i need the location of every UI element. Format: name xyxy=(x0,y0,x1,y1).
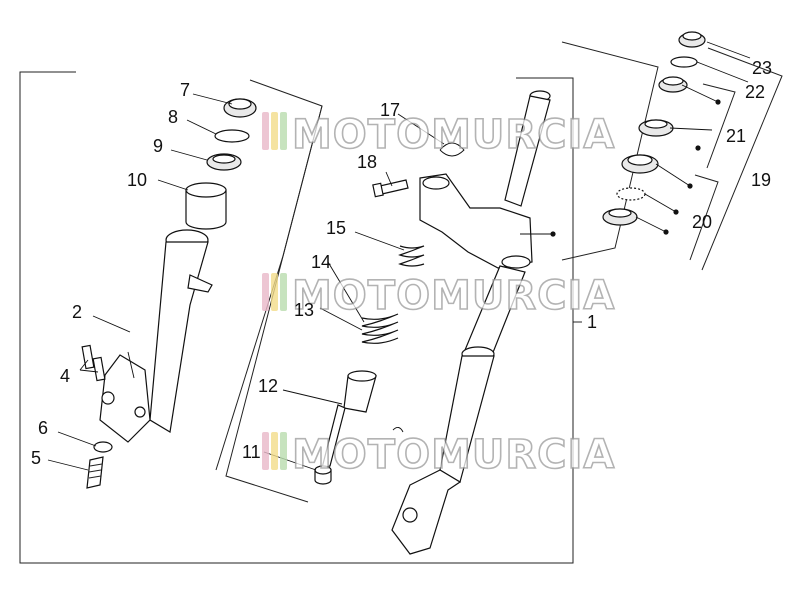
part-label-18: 18 xyxy=(357,152,377,172)
watermark-text: MOTOMURCIA xyxy=(292,273,615,319)
spring-clip xyxy=(439,142,465,157)
leader-lines xyxy=(47,41,751,471)
watermark-top: MOTOMURCIA xyxy=(262,111,615,159)
dust-seal xyxy=(223,98,257,118)
part-label-6: 6 xyxy=(38,418,48,438)
part-label-22: 22 xyxy=(745,82,765,102)
watermark-text: MOTOMURCIA xyxy=(292,112,615,158)
damper-group xyxy=(314,245,425,485)
part-label-7: 7 xyxy=(180,80,190,100)
part-label-11: 11 xyxy=(242,442,261,462)
part-label-23: 23 xyxy=(752,58,772,78)
part-label-20: 20 xyxy=(692,212,712,232)
part-label-19: 19 xyxy=(751,170,771,190)
guide-bush xyxy=(185,182,227,230)
part-label-13: 13 xyxy=(294,300,314,320)
bearing-set xyxy=(602,31,706,226)
part-label-12: 12 xyxy=(258,376,278,396)
part-label-2: 2 xyxy=(72,302,82,322)
part-label-1: 1 xyxy=(587,312,597,332)
watermark-bottom: MOTOMURCIA xyxy=(262,431,615,479)
steering-stem-fork xyxy=(391,90,551,555)
part-label-5: 5 xyxy=(31,448,41,468)
part-label-9: 9 xyxy=(153,136,163,156)
part-label-21: 21 xyxy=(726,126,746,146)
part-label-14: 14 xyxy=(311,252,331,272)
drain-screw xyxy=(86,456,104,489)
part-label-17: 17 xyxy=(380,100,400,120)
part-label-10: 10 xyxy=(127,170,147,190)
washer xyxy=(93,441,113,453)
watermark-middle: MOTOMURCIA xyxy=(262,272,615,320)
fork-slider xyxy=(99,229,213,443)
watermark-text: MOTOMURCIA xyxy=(292,432,615,478)
part-label-4: 4 xyxy=(60,366,70,386)
clamp-bolt xyxy=(372,179,409,198)
part-label-8: 8 xyxy=(168,107,178,127)
retaining-ring xyxy=(214,129,250,143)
part-label-15: 15 xyxy=(326,218,346,238)
oil-seal xyxy=(206,153,242,171)
screw-pair xyxy=(81,344,106,382)
callout-dots xyxy=(550,99,721,237)
part-labels: 1 2 4 5 6 7 8 9 10 11 12 13 14 15 17 18 … xyxy=(31,58,772,468)
